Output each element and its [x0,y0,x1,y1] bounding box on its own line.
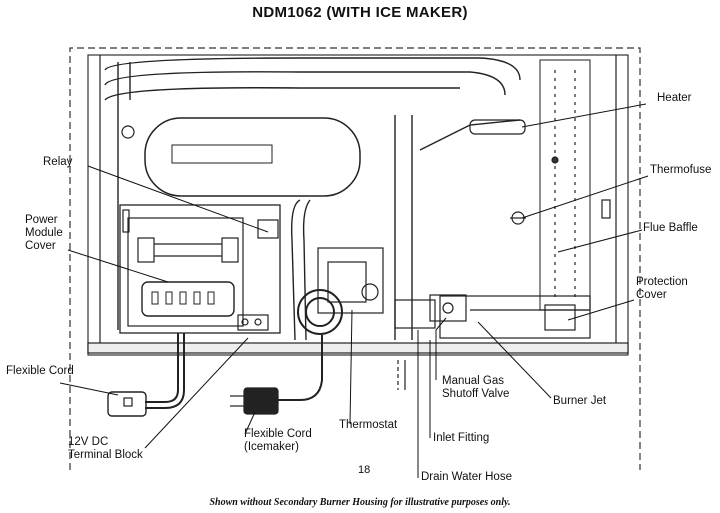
label-power-module-cover: Power Module Cover [25,214,63,253]
label-protection-cover: Protection Cover [636,276,688,302]
label-thermofuse: Thermofuse [650,164,712,176]
flue-column [539,59,611,311]
coiled-hose [297,289,343,335]
diagram-title: NDM1062 (WITH ICE MAKER) [252,4,468,21]
label-module-line: Module [25,227,63,239]
flexible-cord-plug [107,333,185,417]
label-manual-gas-shutoff-valve: Manual Gas Shutoff Valve [442,375,509,401]
icemaker-cord-plug [230,335,323,415]
cooling-tubes [104,57,521,341]
label-cover-line: Cover [25,240,56,252]
unit-frame [87,54,629,356]
label-power-line: Power [25,214,58,226]
label-flexible-cord-icemaker: Flexible Cord (Icemaker) [244,428,312,454]
label-flexible-cord-line: Flexible Cord [244,428,312,440]
heater-element [469,119,559,164]
label-cover-line-2: Cover [636,289,667,301]
label-thermostat: Thermostat [339,419,398,431]
label-shutoff-valve-line: Shutoff Valve [442,388,510,400]
label-manual-gas-line: Manual Gas [442,375,505,387]
label-icemaker-line: (Icemaker) [244,441,299,453]
label-flexible-cord: Flexible Cord [6,365,74,377]
label-terminal-block-line: Terminal Block [68,449,143,461]
power-module-panel [119,204,281,334]
gas-valve-assembly [317,247,591,339]
footnote: Shown without Secondary Burner Housing f… [209,497,511,508]
reservoir-tank [121,117,361,197]
label-drain-water-hose: Drain Water Hose [421,471,512,483]
label-burner-jet: Burner Jet [553,395,607,407]
label-protection-line: Protection [636,276,688,288]
page-number: 18 [358,464,371,476]
thermofuse-part [510,211,526,225]
label-inlet-fitting: Inlet Fitting [433,432,490,444]
leader-lines [59,103,649,478]
cabinet-outline [69,47,641,470]
label-terminal-block: 12V DC Terminal Block [68,436,143,462]
label-relay: Relay [43,156,73,168]
label-12v-dc-line: 12V DC [68,436,109,448]
label-flue-baffle: Flue Baffle [643,222,698,234]
drain-and-inlet [397,360,406,390]
label-heater: Heater [657,92,692,104]
